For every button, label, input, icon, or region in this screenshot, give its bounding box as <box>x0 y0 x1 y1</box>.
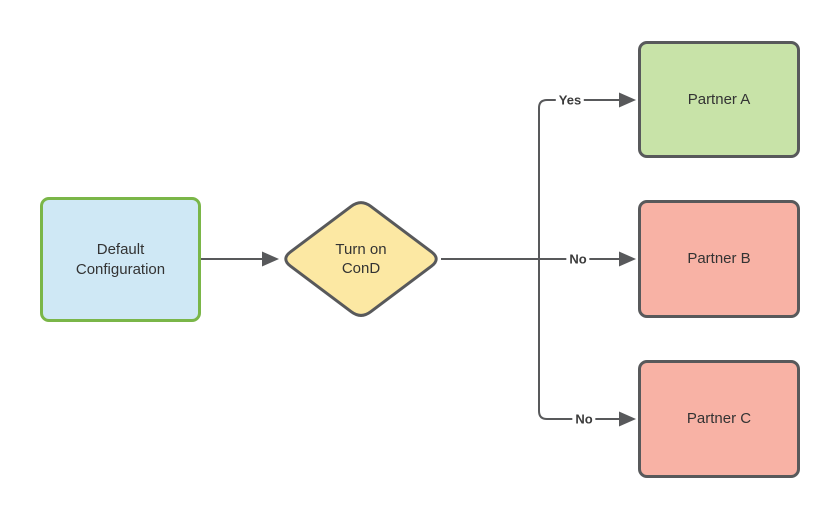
edge-decision-to-partner-c <box>538 259 619 420</box>
node-decision-label-box: Turn on ConD <box>323 219 399 299</box>
node-partner-c[interactable]: Partner C <box>638 360 800 478</box>
node-decision-shape[interactable] <box>284 201 438 317</box>
node-partner-b-label: Partner B <box>687 250 751 268</box>
edge-label-yes: Yes <box>555 92 585 108</box>
node-default-configuration[interactable]: Default Configuration <box>40 197 201 322</box>
node-partner-a[interactable]: Partner A <box>638 41 800 158</box>
arrowhead-partner-a <box>619 92 636 108</box>
arrowhead-partner-b <box>619 251 636 267</box>
node-partner-c-label: Partner C <box>686 410 752 428</box>
edge-decision-to-partner-a <box>538 99 619 259</box>
node-decision-label: Turn on ConD <box>335 240 387 278</box>
edge-label-no-partner-c: No <box>572 411 596 427</box>
node-partner-a-label: Partner A <box>687 90 751 108</box>
arrowhead-decision <box>262 251 279 267</box>
edge-label-no-partner-b: No <box>566 251 590 267</box>
node-partner-b[interactable]: Partner B <box>638 200 800 318</box>
arrowhead-partner-c <box>619 411 636 427</box>
node-default-configuration-label: Default Configuration <box>75 241 166 278</box>
